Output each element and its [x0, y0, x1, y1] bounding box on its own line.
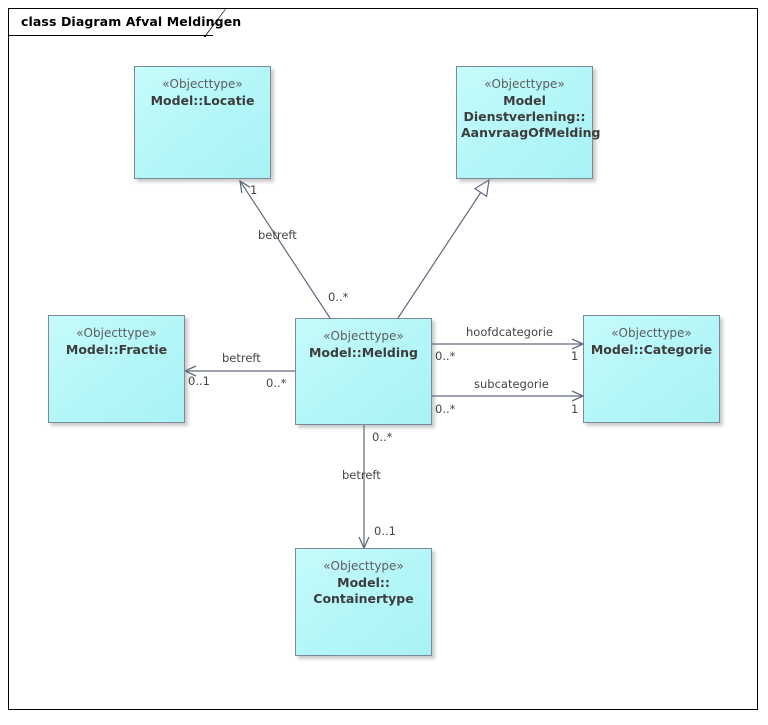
class-name: Model::Locatie — [150, 93, 255, 108]
class-stereotype: «Objecttype» — [611, 326, 692, 340]
class-name-line1: Model — [503, 93, 546, 108]
multiplicity-categorie-subcategorie-end: 1 — [571, 402, 579, 416]
multiplicity-melding-hoofdcategorie-end: 0..* — [435, 349, 456, 363]
class-name-line1: Model:: — [337, 575, 390, 590]
class-box-categorie[interactable]: «Objecttype» Model::Categorie — [583, 315, 720, 423]
multiplicity-melding-fractie-end: 0..* — [266, 376, 287, 390]
connector-label-betreft-fractie: betreft — [222, 351, 261, 365]
diagram-frame-tab: class Diagram Afval Meldingen — [8, 8, 241, 36]
multiplicity-fractie-end: 0..1 — [188, 374, 210, 388]
class-name: Model::Melding — [308, 345, 418, 360]
multiplicity-melding-containertype-end: 0..* — [372, 430, 393, 444]
multiplicity-locatie-end: 1 — [250, 183, 258, 197]
class-name-line2: Dienstverlening:: — [463, 109, 586, 124]
class-box-locatie[interactable]: «Objecttype» Model::Locatie — [134, 66, 271, 179]
class-box-fractie[interactable]: «Objecttype» Model::Fractie — [48, 315, 185, 423]
connector-label-subcategorie: subcategorie — [474, 377, 549, 391]
class-box-melding[interactable]: «Objecttype» Model::Melding — [295, 318, 432, 425]
class-name-line3: AanvraagOfMelding — [461, 125, 601, 140]
frame-tab-corner-icon — [204, 8, 226, 37]
class-name-line2: Containertype — [313, 591, 414, 606]
class-stereotype: «Objecttype» — [484, 77, 565, 91]
class-name: Model::Fractie — [65, 342, 168, 357]
class-stereotype: «Objecttype» — [323, 559, 404, 573]
connector-label-betreft-locatie: betreft — [258, 228, 297, 242]
connector-label-betreft-containertype: betreft — [342, 468, 381, 482]
connector-label-hoofdcategorie: hoofdcategorie — [466, 325, 553, 339]
multiplicity-categorie-hoofdcategorie-end: 1 — [571, 349, 579, 363]
class-stereotype: «Objecttype» — [76, 326, 157, 340]
class-name: Model::Categorie — [590, 342, 713, 357]
class-box-aanvraagofmelding[interactable]: «Objecttype» Model Dienstverlening:: Aan… — [456, 66, 601, 179]
class-box-containertype[interactable]: «Objecttype» Model:: Containertype — [295, 548, 432, 656]
multiplicity-melding-locatie-end: 0..* — [328, 290, 349, 304]
class-stereotype: «Objecttype» — [162, 77, 243, 91]
class-stereotype: «Objecttype» — [323, 329, 404, 343]
multiplicity-melding-subcategorie-end: 0..* — [435, 402, 456, 416]
diagram-title: class Diagram Afval Meldingen — [21, 14, 242, 29]
multiplicity-containertype-end: 0..1 — [374, 524, 396, 538]
